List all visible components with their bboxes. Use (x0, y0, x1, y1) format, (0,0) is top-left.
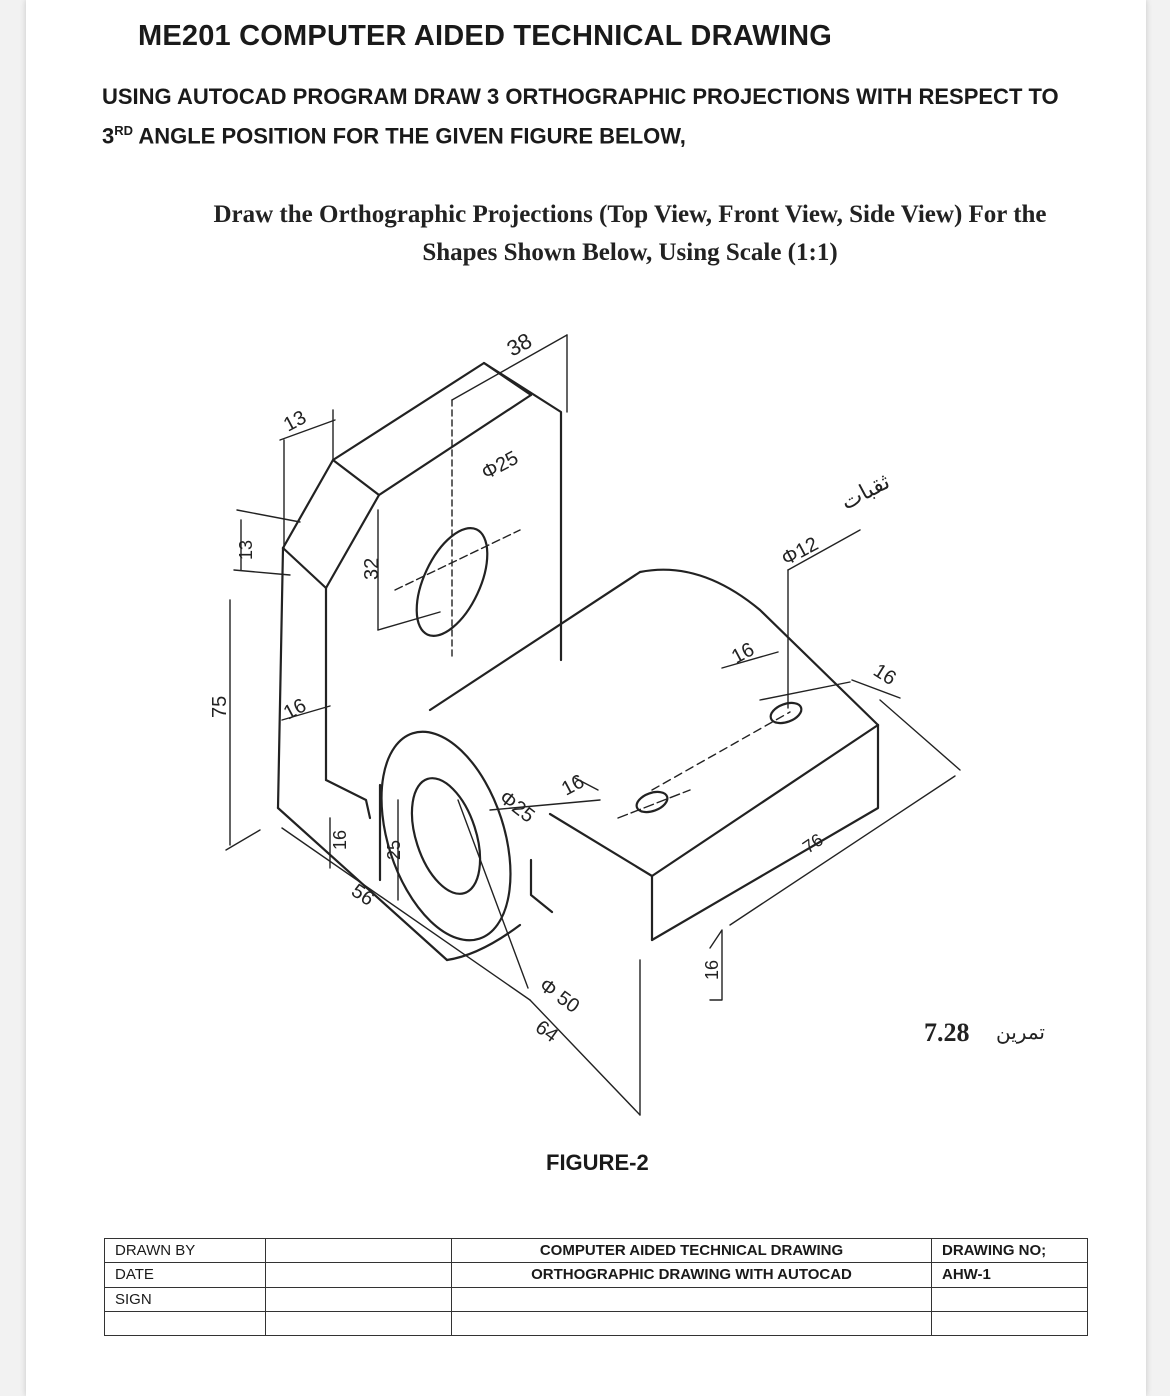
dim-16-hole: 16 (558, 771, 588, 801)
drawn-by-field[interactable] (265, 1237, 452, 1264)
dim-25: 25 (384, 840, 404, 860)
sign-field[interactable] (265, 1286, 452, 1312)
dim-phi12: Φ12 (778, 533, 822, 570)
dim-16-front: 16 (702, 960, 722, 980)
empty-cell (931, 1310, 1088, 1337)
empty-cell (451, 1310, 932, 1337)
dim-32: 32 (361, 558, 383, 580)
upright-block (276, 361, 563, 810)
dim-13-side: 13 (236, 540, 256, 560)
dim-38: 38 (503, 328, 536, 362)
drawing-subheading: Draw the Orthographic Projections (Top V… (190, 196, 1070, 272)
document-page (26, 0, 1146, 1396)
upright-hole-phi25 (415, 527, 489, 637)
ordinal-suffix: RD (114, 123, 134, 138)
exercise-number: 7.28 (924, 1018, 970, 1047)
dim-56: 56 (347, 880, 378, 911)
drawn-by-label: DRAWN BY (104, 1237, 266, 1264)
instruction-line-2: 3RD ANGLE POSITION FOR THE GIVEN FIGURE … (102, 114, 1092, 153)
exercise-label: تمرين (996, 1020, 1045, 1044)
course-title: COMPUTER AIDED TECHNICAL DRAWING (451, 1237, 932, 1264)
instruction-line-2-text: ANGLE POSITION FOR THE GIVEN FIGURE BELO… (133, 123, 686, 149)
small-holes-phi12 (635, 701, 803, 814)
empty-cell (265, 1310, 452, 1337)
dim-16-base: 16 (330, 830, 350, 850)
dim-16-edge: 16 (728, 639, 758, 669)
subheading-line-2: Shapes Shown Below, Using Scale (1:1) (422, 239, 838, 266)
dim-phi50: Φ 50 (535, 974, 583, 1018)
drawing-no: AHW-1 (931, 1262, 1088, 1288)
document-title: ME201 COMPUTER AIDED TECHNICAL DRAWING (138, 20, 832, 52)
empty-cell (931, 1286, 1088, 1312)
drawing-no-label: DRAWING NO; (931, 1237, 1088, 1264)
cylinder-phi50 (378, 730, 512, 942)
empty-cell (451, 1286, 932, 1312)
title-block: DRAWN BY COMPUTER AIDED TECHNICAL DRAWIN… (104, 1237, 1088, 1337)
dimension-lines (225, 334, 961, 1116)
instructions: USING AUTOCAD PROGRAM DRAW 3 ORTHOGRAPHI… (102, 80, 1092, 153)
date-field[interactable] (265, 1262, 452, 1288)
dim-76: 76 (799, 830, 827, 858)
empty-cell (104, 1310, 266, 1337)
figure-caption: FIGURE-2 (546, 1150, 649, 1175)
dim-75: 75 (209, 696, 231, 718)
dim-64: 64 (531, 1016, 562, 1047)
drawing-title: ORTHOGRAPHIC DRAWING WITH AUTOCAD (451, 1262, 932, 1288)
dim-16-right: 16 (869, 660, 900, 690)
subheading-line-1: Draw the Orthographic Projections (Top V… (213, 201, 1047, 228)
ordinal-number: 3 (102, 123, 115, 149)
instruction-line-1: USING AUTOCAD PROGRAM DRAW 3 ORTHOGRAPHI… (102, 84, 1059, 109)
sign-label: SIGN (104, 1286, 266, 1312)
date-label: DATE (104, 1262, 266, 1288)
dim-phi25-upright: Φ25 (478, 447, 522, 484)
dim-13-top: 13 (280, 407, 310, 437)
